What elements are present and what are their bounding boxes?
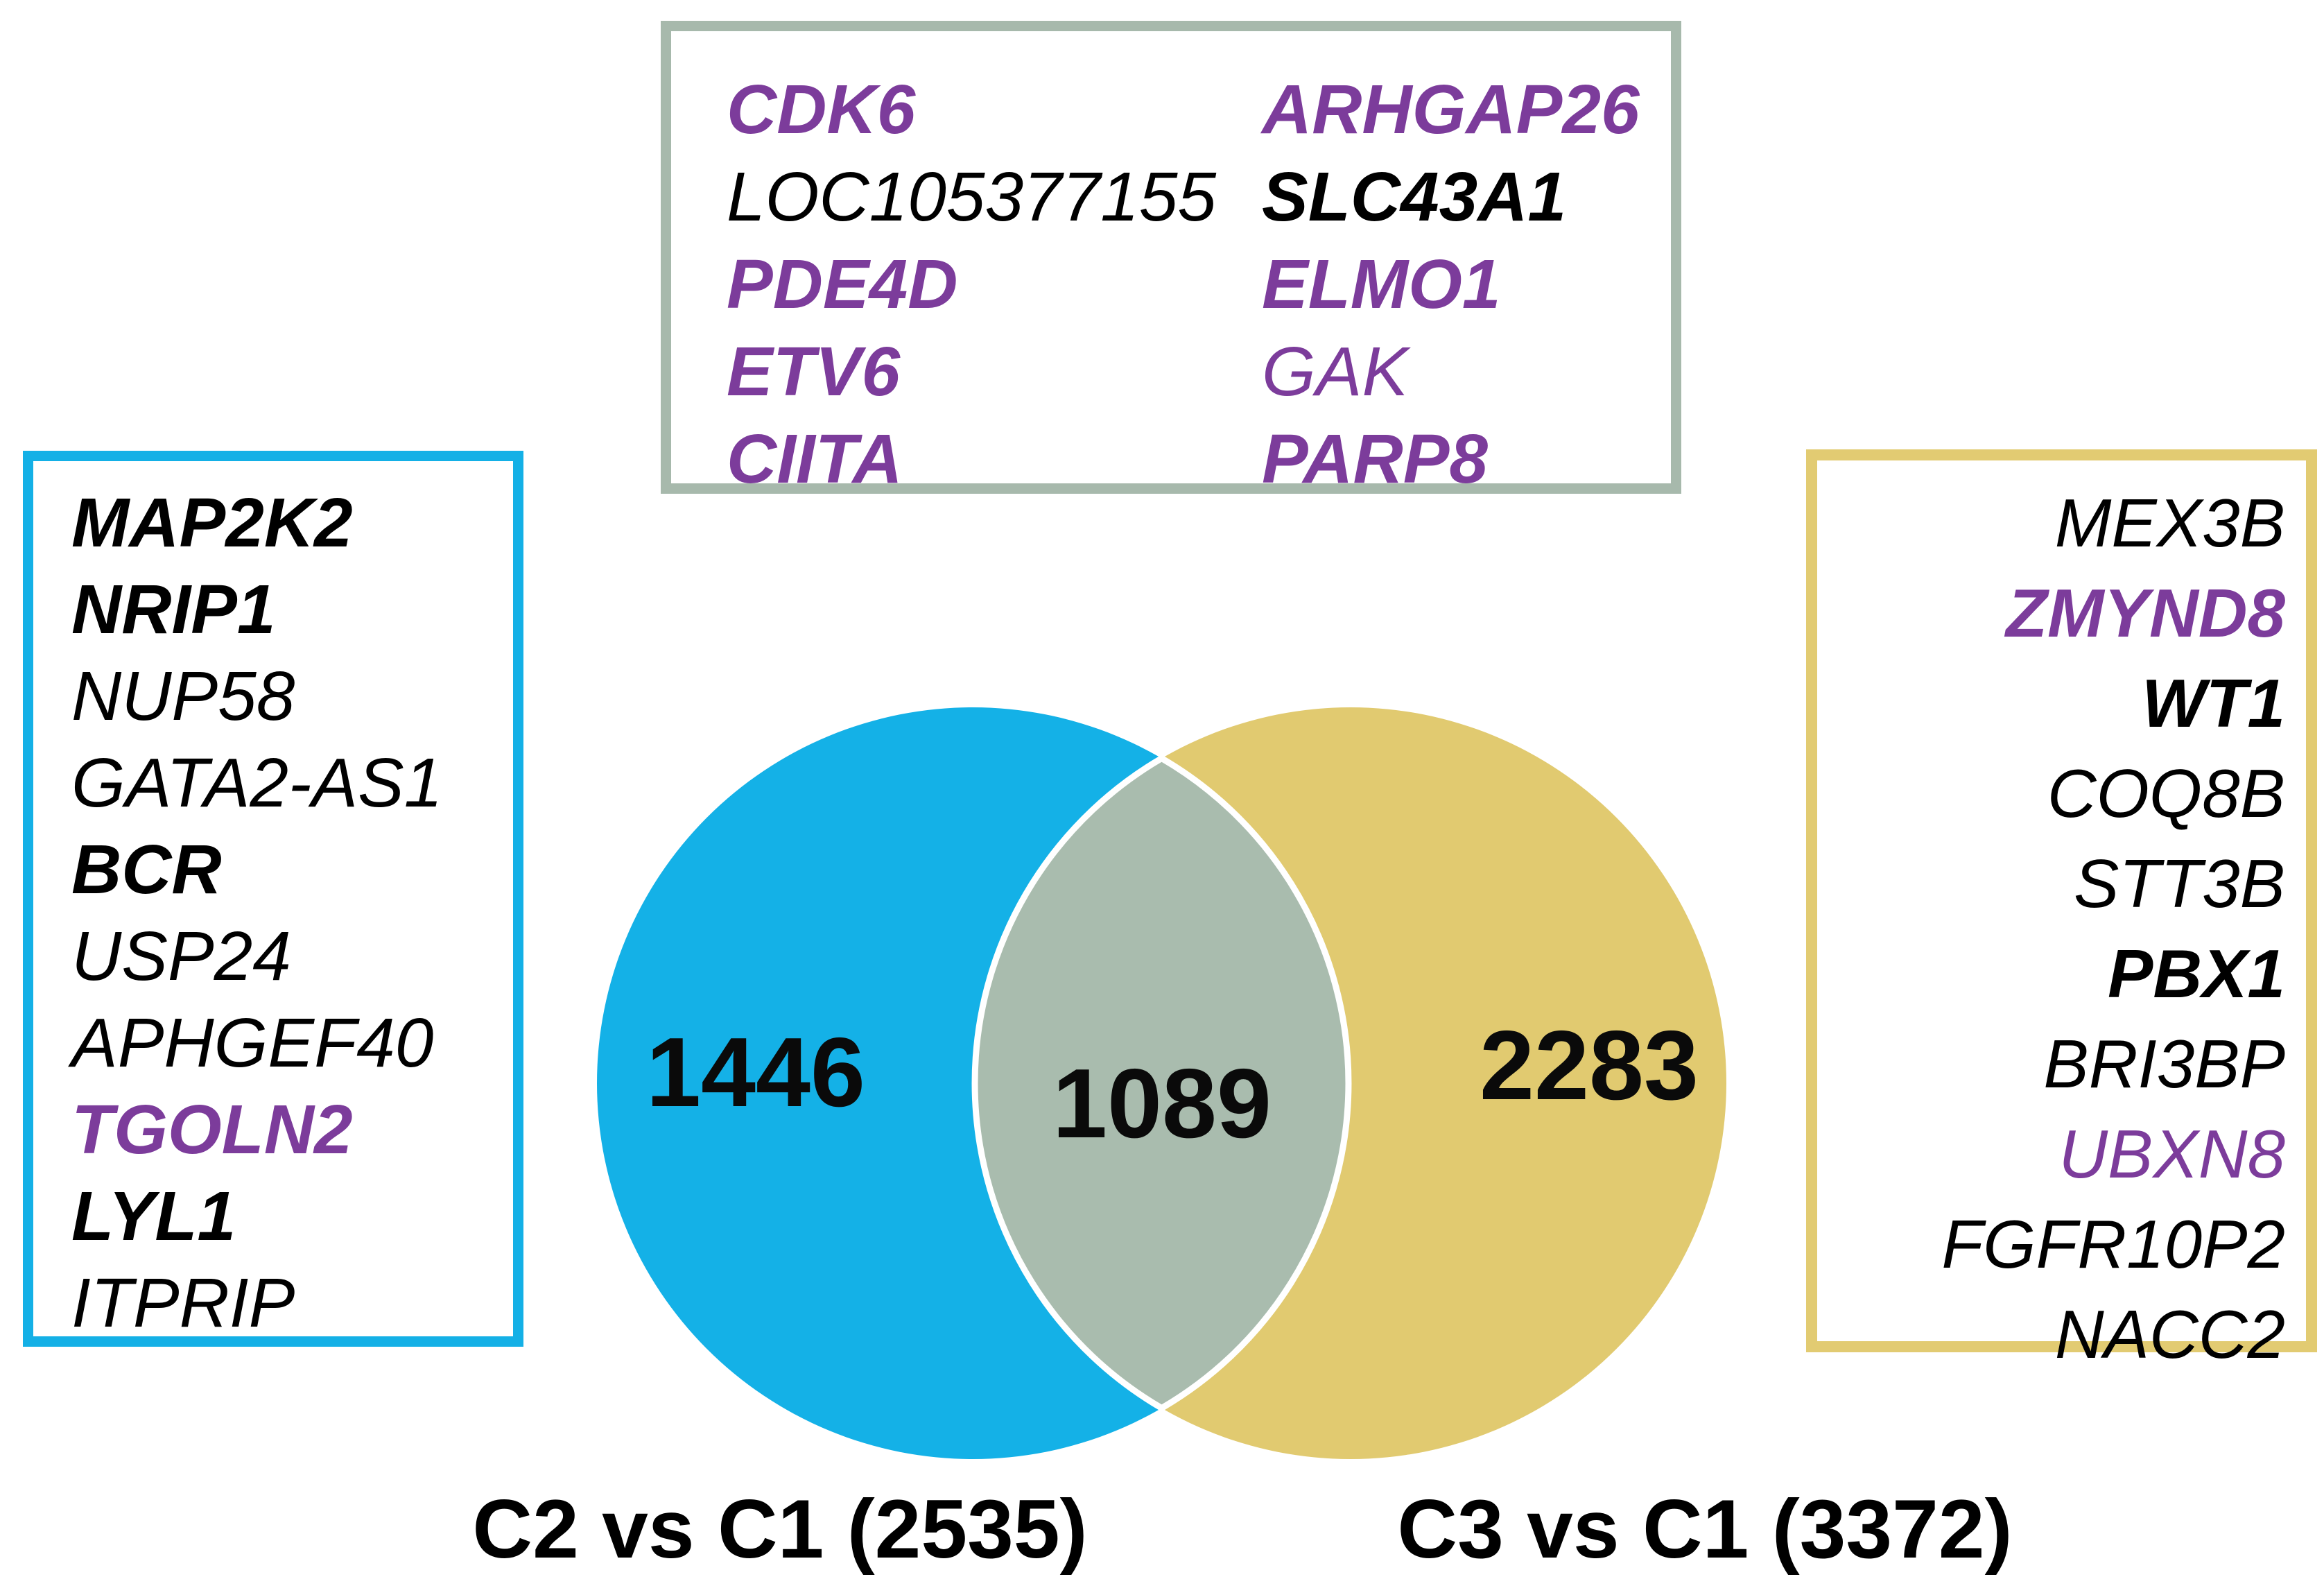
left-set-label: C2 vs C1 (2535) [472,1483,1088,1576]
gene-arhgap26: ARHGAP26 [1262,71,1640,148]
gene-loc105377155: LOC105377155 [727,158,1217,236]
gene-wt1: WT1 [2142,665,2285,741]
venn-overlap-lens [971,755,1352,1412]
gene-map2k2: MAP2K2 [71,484,353,562]
gene-ciita: CIITA [727,420,903,498]
gene-fgfr10p2: FGFR10P2 [1941,1206,2285,1282]
gene-bri3bp: BRI3BP [2043,1026,2285,1102]
gene-elmo1: ELMO1 [1262,245,1501,323]
gene-stt3b: STT3B [2074,845,2285,922]
gene-itprip: ITPRIP [71,1264,295,1342]
gene-lyl1: LYL1 [71,1178,236,1255]
gene-aphgef40: APHGEF40 [71,1004,434,1082]
gene-zmynd8: ZMYND8 [2006,575,2285,651]
venn-overlap-count: 1089 [1052,1049,1272,1159]
shared-genes-column-right: ARHGAP26 SLC43A1 ELMO1 GAK PARP8 [1262,66,1640,503]
shared-genes-box: CDK6 LOC105377155 PDE4D ETV6 CIITA ARHGA… [661,21,1681,498]
gene-nacc2: NACC2 [2054,1296,2285,1372]
gene-cdk6: CDK6 [727,71,916,148]
c3-genes-box: MEX3B ZMYND8 WT1 COQ8B STT3B PBX1 BRI3BP… [1806,449,2317,1372]
gene-pbx1: PBX1 [2107,936,2285,1012]
gene-nrip1: NRIP1 [71,571,276,648]
shared-genes-column-left: CDK6 LOC105377155 PDE4D ETV6 CIITA [727,66,1216,503]
gene-gak: GAK [1262,333,1409,411]
right-set-label: C3 vs C1 (3372) [1397,1483,2013,1576]
venn-left-count: 1446 [646,1017,865,1128]
gene-bcr: BCR [71,831,222,908]
gene-usp24: USP24 [71,917,291,995]
gene-parp8: PARP8 [1262,420,1489,498]
venn-right-count: 2283 [1480,1010,1699,1121]
gene-tgoln2: TGOLN2 [71,1091,353,1169]
c2-genes-box: MAP2K2 NRIP1 NUP58 GATA2-AS1 BCR USP24 A… [23,451,523,1347]
gene-mex3b: MEX3B [2054,485,2285,561]
gene-slc43a1: SLC43A1 [1262,158,1567,236]
gene-coq8b: COQ8B [2047,755,2285,831]
gene-nup58: NUP58 [71,657,295,735]
gene-pde4d: PDE4D [727,245,958,323]
gene-ubxn8: UBXN8 [2058,1116,2285,1192]
gene-gata2-as1: GATA2-AS1 [71,744,443,822]
gene-etv6: ETV6 [727,333,901,411]
